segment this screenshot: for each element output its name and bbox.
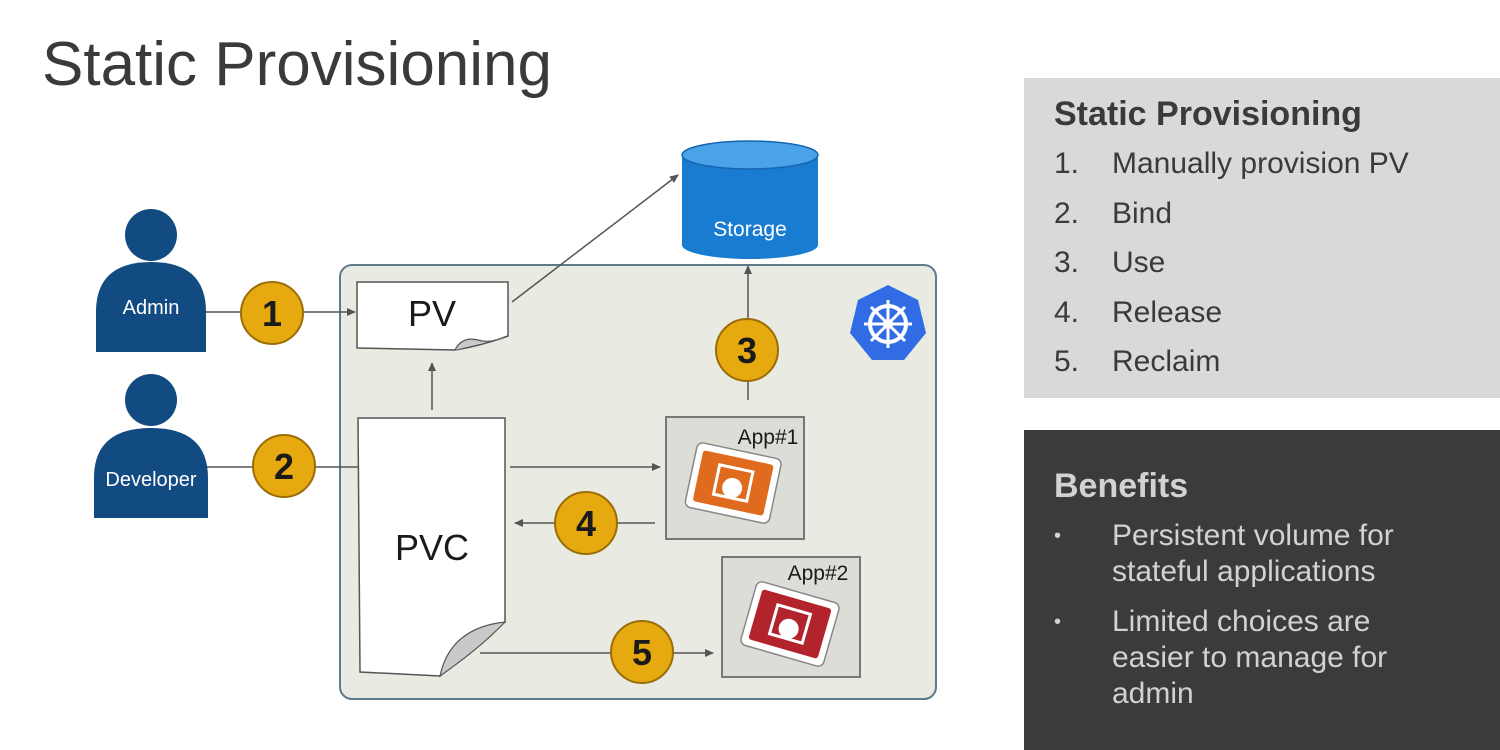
step-item: 5.Reclaim (1054, 345, 1221, 378)
steps-panel: Static Provisioning 1.Manually provision… (1024, 78, 1500, 398)
benefit-item: •Persistent volume for stateful applicat… (1054, 519, 1394, 588)
benefits-panel: Benefits •Persistent volume for stateful… (1024, 430, 1500, 750)
slide-title: Static Provisioning (42, 30, 553, 99)
svg-text:3: 3 (737, 330, 757, 371)
benefits-panel-title: Benefits (1054, 467, 1189, 505)
step-badge-3: 3 (715, 318, 779, 382)
app1-label: App#1 (738, 426, 799, 449)
app2-container-icon (740, 581, 840, 667)
app2-label: App#2 (788, 562, 849, 585)
step-item: 3.Use (1054, 246, 1166, 279)
step-item: 4.Release (1054, 295, 1223, 329)
step-item: 1.Manually provision PV (1054, 147, 1409, 180)
pv-to-storage-arrow (511, 174, 679, 303)
storage-cylinder (681, 140, 819, 259)
benefit-item: •Limited choices are easier to manage fo… (1054, 605, 1388, 710)
admin-person-icon (96, 209, 206, 352)
developer-person-icon (94, 374, 208, 518)
step-badge-5: 5 (610, 620, 674, 684)
step-badge-1: 1 (240, 281, 304, 345)
kubernetes-helm-icon (850, 285, 926, 360)
pv-label: PV (408, 293, 456, 334)
benefits-list: •Persistent volume for stateful applicat… (1054, 518, 1452, 726)
steps-panel-title: Static Provisioning (1054, 95, 1362, 133)
step-badge-4: 4 (554, 491, 618, 555)
svg-text:4: 4 (576, 503, 596, 544)
bullet-icon: • (1054, 611, 1062, 633)
pv-document (356, 281, 509, 351)
steps-list: 1.Manually provision PV 2.Bind 3.Use 4.R… (1054, 146, 1409, 394)
step-badge-2: 2 (252, 434, 316, 498)
pvc-label: PVC (395, 527, 469, 568)
step-item: 2.Bind (1054, 196, 1173, 230)
svg-text:1: 1 (262, 293, 282, 334)
svg-text:5: 5 (632, 632, 652, 673)
developer-label: Developer (105, 469, 197, 491)
provisioning-diagram: Admin Developer Storage PV PVC App#1 App… (94, 140, 937, 700)
bullet-icon: • (1054, 525, 1062, 547)
storage-label: Storage (713, 218, 787, 241)
admin-label: Admin (123, 297, 180, 319)
app1-container-icon (684, 442, 782, 524)
pvc-document (357, 417, 507, 678)
svg-text:2: 2 (274, 446, 294, 487)
